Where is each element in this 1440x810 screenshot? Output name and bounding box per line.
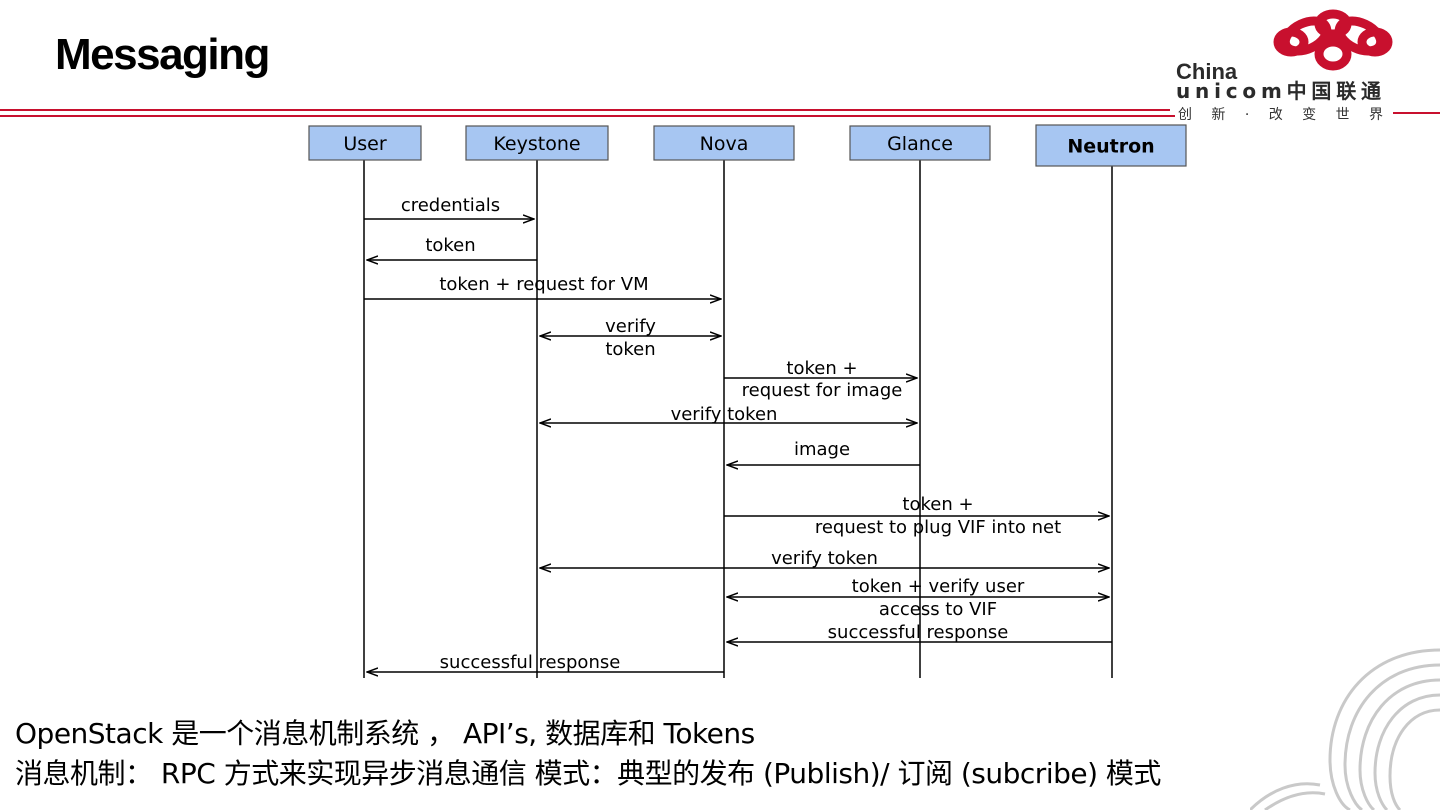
body-text-line-1: OpenStack 是一个消息机制系统 ， API’s, 数据库和 Tokens <box>15 717 755 750</box>
message-label-1-1: credentials <box>401 195 500 216</box>
message-label-12-1: successful response <box>440 652 621 673</box>
message-label-10-2: access to VIF <box>879 599 997 620</box>
logo-text-china: China <box>1176 59 1238 84</box>
participant-label-neutron: Neutron <box>1067 136 1154 158</box>
message-label-4-1: verify <box>605 316 656 337</box>
participant-box-keystone <box>465 125 609 161</box>
message-label-7-1: image <box>794 439 850 460</box>
message-label-5-2: request for image <box>742 380 903 401</box>
participant-label-glance: Glance <box>887 133 953 155</box>
slide-title: Messaging <box>55 30 270 79</box>
message-label-11-1: successful response <box>828 622 1009 643</box>
message-label-9-1: verify token <box>771 548 878 569</box>
message-label-8-1: token + <box>902 494 973 515</box>
message-label-8-2: request to plug VIF into net <box>815 517 1061 538</box>
message-label-3-1: token + request for VM <box>439 274 648 295</box>
message-label-5-1: token + <box>786 358 857 379</box>
participant-box-glance <box>849 125 991 161</box>
message-label-2-1: token <box>425 235 475 256</box>
knot-icon <box>1273 9 1393 71</box>
participant-label-user: User <box>343 133 386 155</box>
header-rule-right <box>1393 112 1440 114</box>
message-label-4-2: token <box>605 339 655 360</box>
message-label-10-1: token + verify user <box>852 576 1025 597</box>
participant-label-nova: Nova <box>700 133 749 155</box>
participant-label-keystone: Keystone <box>493 133 580 155</box>
participant-box-nova <box>653 125 795 161</box>
message-label-6-1: verify token <box>671 404 778 425</box>
header-rule-top <box>0 109 1170 111</box>
corner-swirl-decoration <box>1250 648 1440 810</box>
participant-box-user <box>308 125 422 161</box>
header-rule-bottom <box>0 115 1175 117</box>
participant-box-neutron <box>1035 124 1187 167</box>
china-unicom-logo: China unicom中国联通 创 新 · 改 变 世 界 <box>1176 9 1393 123</box>
body-text-line-2: 消息机制： RPC 方式来实现异步消息通信 模式：典型的发布 (Publish)… <box>15 757 1161 790</box>
